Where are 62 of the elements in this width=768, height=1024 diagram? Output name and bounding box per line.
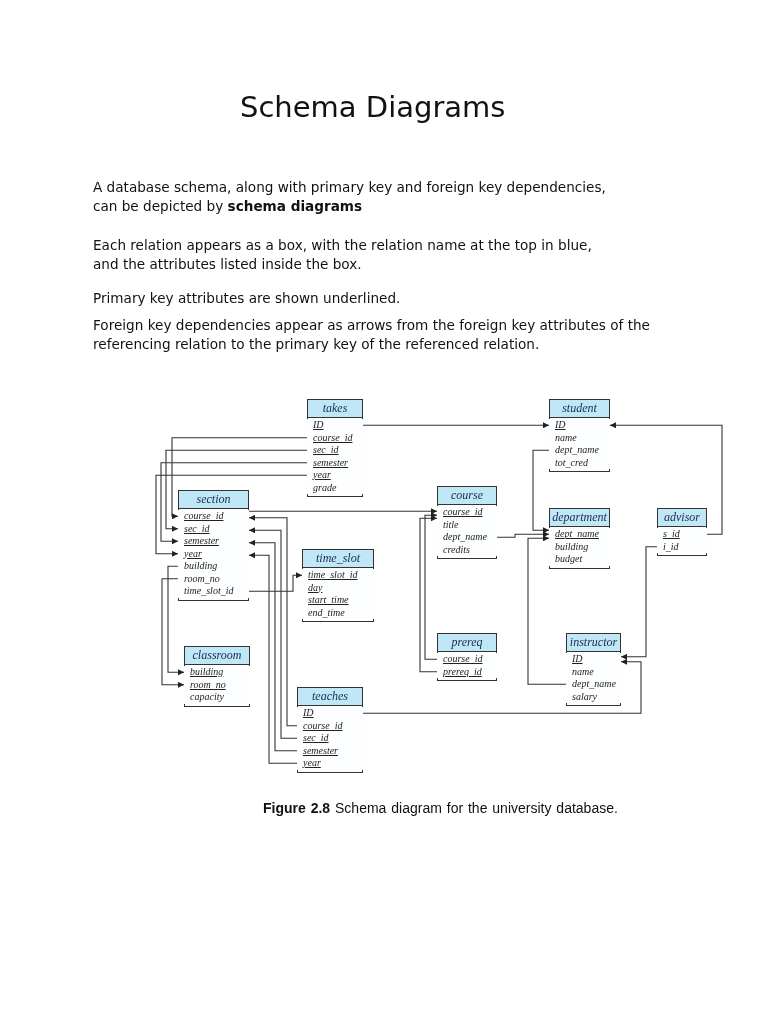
foreign-key-arrow bbox=[171, 437, 308, 520]
table-header: instructor bbox=[567, 634, 620, 652]
attribute-row: budget bbox=[549, 553, 610, 566]
figure-caption: Figure 2.8 Schema diagram for the university database. bbox=[263, 800, 618, 816]
table-header: classroom bbox=[185, 647, 249, 665]
attribute-row: dept_name bbox=[437, 531, 497, 544]
attribute-row: s_id bbox=[657, 528, 707, 541]
foreign-key-arrow bbox=[496, 531, 550, 538]
foreign-key-arrow bbox=[248, 572, 303, 592]
foreign-key-arrow bbox=[362, 658, 642, 714]
attribute-row: semester bbox=[178, 535, 249, 548]
attribute-row: year bbox=[297, 757, 363, 770]
foreign-key-arrow bbox=[419, 515, 438, 673]
foreign-key-arrow bbox=[160, 462, 308, 545]
relation-table bbox=[437, 633, 497, 681]
attribute-row: dept_name bbox=[549, 528, 610, 541]
attribute-row: ID bbox=[297, 707, 363, 720]
foreign-key-arrow bbox=[424, 512, 438, 660]
paragraph: A database schema, along with primary key and foreign key dependencies, can be depicted by schema diagrams bbox=[93, 178, 607, 216]
attribute-row: course_id bbox=[437, 506, 497, 519]
attribute-row: sec_id bbox=[297, 732, 363, 745]
table-header: student bbox=[550, 400, 609, 418]
attribute-row: capacity bbox=[184, 691, 250, 704]
table-header: section bbox=[179, 491, 248, 509]
foreign-key-arrow bbox=[527, 535, 567, 685]
table-header: course bbox=[438, 487, 496, 505]
attribute-row: ID bbox=[549, 419, 610, 432]
table-header: teaches bbox=[298, 688, 362, 706]
foreign-key-arrow bbox=[161, 578, 185, 688]
table-header: advisor bbox=[658, 509, 706, 527]
table-header: time_slot bbox=[303, 550, 373, 568]
foreign-key-arrow bbox=[155, 474, 308, 557]
attribute-row: course_id bbox=[437, 653, 497, 666]
foreign-key-arrow bbox=[609, 422, 723, 535]
foreign-key-arrow bbox=[362, 422, 550, 429]
attribute-row: building bbox=[184, 666, 250, 679]
attribute-row: ID bbox=[566, 653, 621, 666]
attribute-row: time_slot_id bbox=[178, 585, 249, 598]
relation-table bbox=[549, 508, 610, 569]
paragraph: Each relation appears as a box, with the relation name at the top in blue, and the attributes listed inside the box. bbox=[93, 236, 593, 274]
attribute-row: start_time bbox=[302, 594, 374, 607]
foreign-key-arrow bbox=[248, 508, 438, 515]
table-header: takes bbox=[308, 400, 362, 418]
foreign-key-arrow bbox=[165, 449, 308, 532]
table-header: department bbox=[550, 509, 609, 527]
attribute-row: course_id bbox=[178, 510, 249, 523]
foreign-key-arrow bbox=[167, 565, 185, 676]
foreign-key-arrow bbox=[620, 546, 658, 660]
paragraph: Foreign key dependencies appear as arrows from the foreign key attributes of the referencing relation to the primary key of the referenced relation. bbox=[93, 316, 651, 354]
attribute-row: dept_name bbox=[549, 444, 610, 457]
paragraph: Primary key attributes are shown underlined. bbox=[93, 289, 402, 308]
attribute-row: time_slot_id bbox=[302, 569, 374, 582]
relation-table bbox=[657, 508, 707, 556]
attribute-row: sec_id bbox=[307, 444, 363, 457]
attribute-row: building bbox=[178, 560, 249, 573]
page-title: Schema Diagrams bbox=[240, 90, 506, 124]
attribute-row: dept_name bbox=[566, 678, 621, 691]
table-header: prereq bbox=[438, 634, 496, 652]
foreign-key-arrow bbox=[532, 449, 550, 534]
attribute-row: year bbox=[307, 469, 363, 482]
attribute-row: ID bbox=[307, 419, 363, 432]
relation-table bbox=[184, 646, 250, 707]
